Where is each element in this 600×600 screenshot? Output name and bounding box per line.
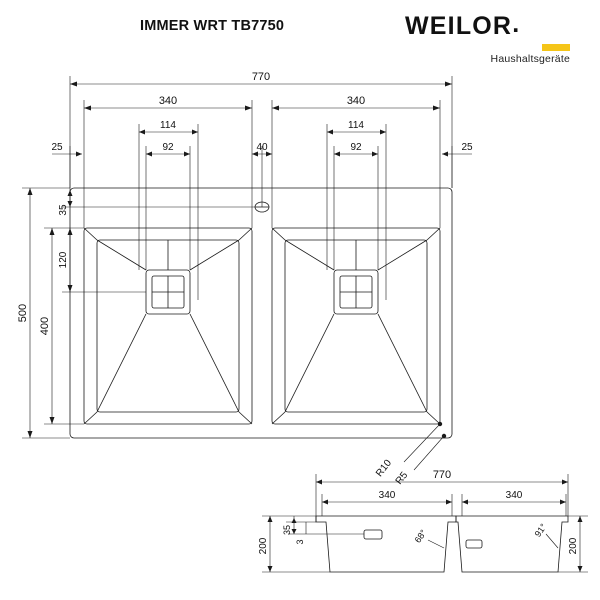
dim-left-offset: 25 <box>51 142 63 153</box>
front-view <box>262 474 588 573</box>
dim-left-114: 114 <box>160 120 176 131</box>
front-dim-depth-left: 200 <box>258 537 269 554</box>
brand-dot: . <box>512 10 520 38</box>
dim-tap-depth: 120 <box>58 251 69 268</box>
brand-subtitle: Haushaltsgeräte <box>490 53 570 65</box>
dim-right-bowl-width: 340 <box>347 95 365 107</box>
dim-tap-offset: 35 <box>58 204 69 216</box>
front-dim-overall-width: 770 <box>433 469 451 481</box>
page-title: IMMER WRT TB7750 <box>140 18 285 34</box>
front-angle-right: 91° <box>533 522 549 539</box>
dim-right-92: 92 <box>350 142 362 153</box>
brand-name-row: WEILOR . <box>405 10 585 39</box>
dim-left-bowl-width: 340 <box>159 95 177 107</box>
left-bowl <box>83 227 253 425</box>
front-angle-left: 68° <box>413 528 429 545</box>
dim-radius-small: R5 <box>394 470 411 487</box>
top-view-outline <box>69 187 453 439</box>
front-dim-ledge-35: 35 <box>282 525 292 535</box>
front-dim-ledge-3: 3 <box>295 539 305 544</box>
dim-left-92: 92 <box>162 142 174 153</box>
dim-overall-depth: 500 <box>17 304 29 322</box>
dim-right-114: 114 <box>348 120 364 131</box>
dim-right-offset: 25 <box>461 142 473 153</box>
brand-accent-bar <box>542 44 570 51</box>
front-dim-depth-right: 200 <box>568 537 579 554</box>
front-dim-left-bowl: 340 <box>379 490 396 501</box>
dim-center-gap: 40 <box>256 142 268 153</box>
dim-radius-corner: R10 <box>374 458 394 480</box>
dim-overall-width: 770 <box>252 71 270 83</box>
brand-name: WEILOR <box>405 12 513 40</box>
brand-logo: WEILOR . Haushaltsgeräte <box>405 10 585 65</box>
front-dim-right-bowl: 340 <box>506 490 523 501</box>
top-dimensions <box>22 76 472 439</box>
dim-inner-depth: 400 <box>39 317 51 335</box>
corner-radius-markers <box>403 421 447 471</box>
right-bowl <box>271 227 441 425</box>
